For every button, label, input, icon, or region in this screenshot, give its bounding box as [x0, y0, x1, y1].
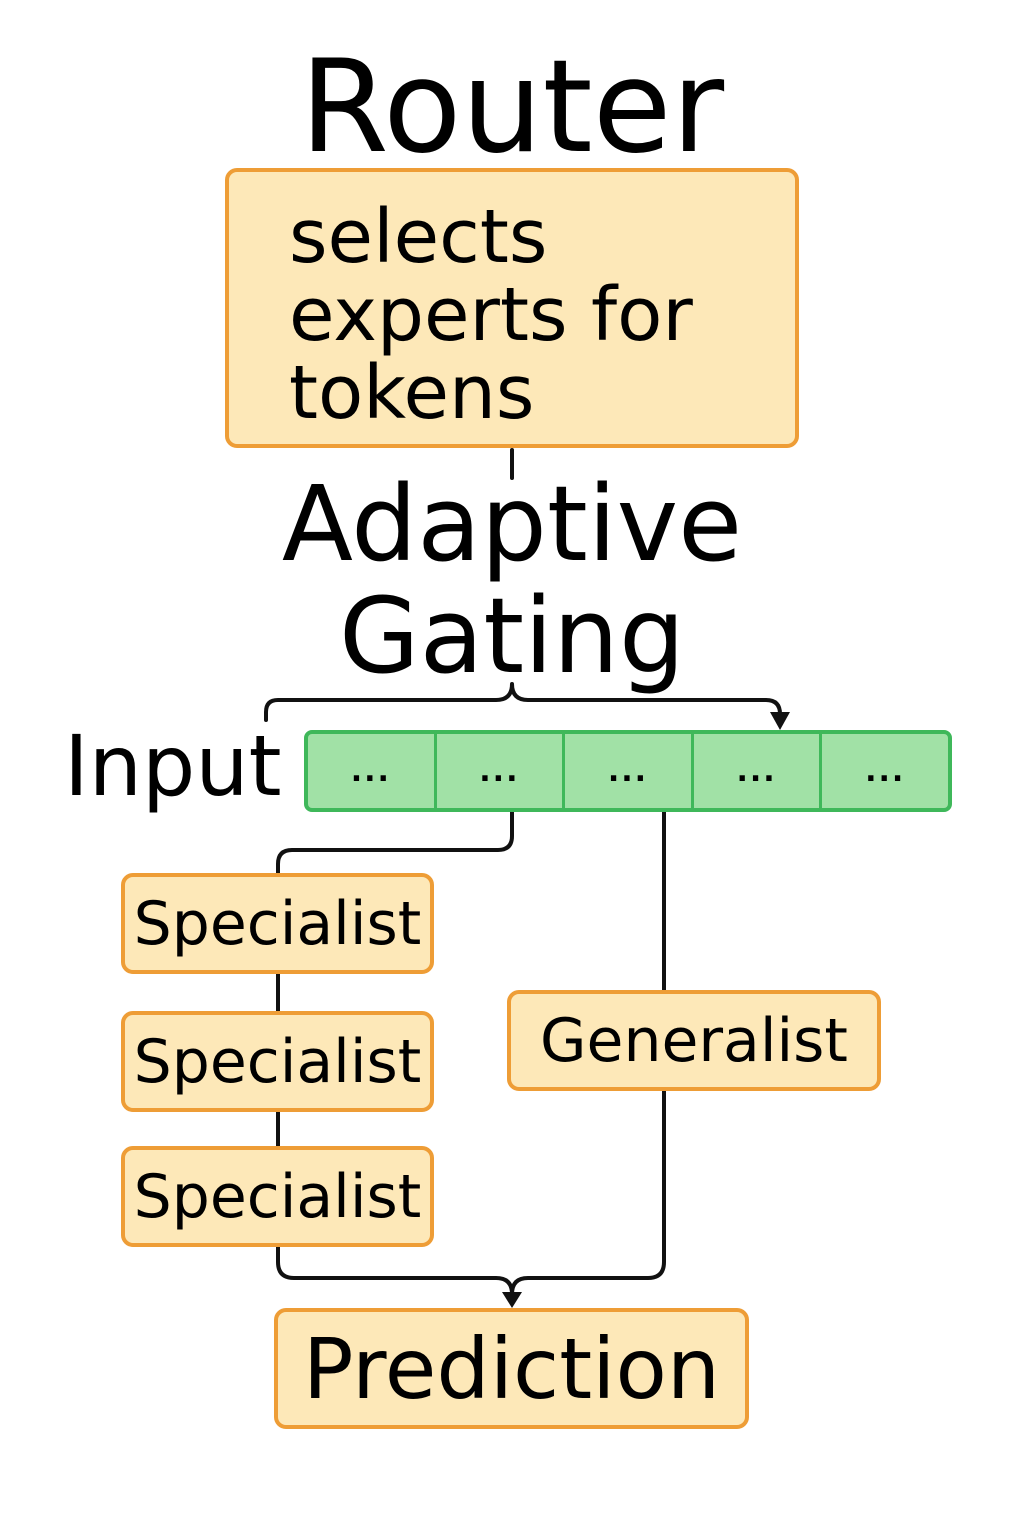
router-title: Router [299, 33, 725, 182]
specialists-to-prediction-connector [276, 1244, 514, 1302]
input-token: ... [694, 734, 823, 808]
prediction-arrowhead [502, 1292, 522, 1308]
router-description: selects experts for tokens [289, 194, 693, 436]
specialist-label: Specialist [133, 1161, 422, 1232]
specialist-label: Specialist [133, 888, 422, 959]
input-to-specialists-connector [276, 810, 514, 878]
generalist-to-prediction-connector [510, 1088, 666, 1296]
specialist-box-2: Specialist [121, 1011, 434, 1112]
specialist-box-1: Specialist [121, 873, 434, 974]
gating-brace-connector [264, 682, 782, 724]
input-token-row: ... ... ... ... ... [304, 730, 952, 812]
router-box: selects experts for tokens [225, 168, 799, 448]
generalist-label: Generalist [540, 1005, 848, 1076]
generalist-box: Generalist [507, 990, 881, 1091]
specialist-box-3: Specialist [121, 1146, 434, 1247]
gating-arrowhead [770, 712, 790, 730]
input-token: ... [865, 753, 906, 789]
input-label: Input [64, 717, 282, 815]
input-token: ... [308, 734, 437, 808]
specialist-label: Specialist [133, 1026, 422, 1097]
input-token: ... [437, 734, 566, 808]
prediction-box: Prediction [274, 1308, 749, 1429]
adaptive-gating-label: Adaptive Gating [281, 463, 743, 697]
prediction-label: Prediction [302, 1319, 721, 1418]
input-token: ... [565, 734, 694, 808]
